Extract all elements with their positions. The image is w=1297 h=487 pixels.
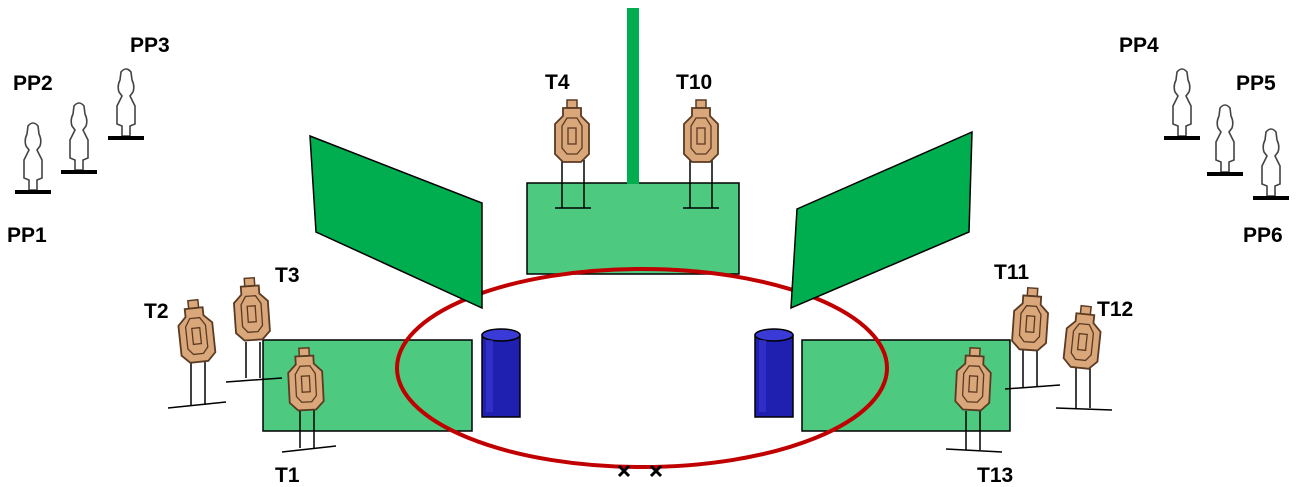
popper-pp2 [60, 102, 98, 175]
wall-center [627, 8, 639, 184]
label-pp2: PP2 [13, 72, 53, 95]
label-pp6: PP6 [1243, 224, 1283, 247]
shooting-circle [395, 267, 889, 469]
label-t1: T1 [275, 464, 300, 487]
target-t4 [554, 99, 590, 163]
label-pp3: PP3 [130, 34, 170, 57]
popper-pp5 [1206, 104, 1244, 177]
label-pp4: PP4 [1119, 34, 1159, 57]
wall-right [790, 130, 973, 310]
label-t2: T2 [144, 300, 169, 323]
table-center [526, 182, 740, 275]
popper-pp6 [1252, 128, 1290, 201]
popper-pp3 [107, 68, 145, 141]
label-pp5: PP5 [1236, 72, 1276, 95]
target-stands-center [555, 160, 719, 209]
wall-left [309, 134, 483, 310]
label-t3: T3 [275, 264, 300, 287]
barrel-right [754, 328, 794, 418]
popper-pp4 [1163, 68, 1201, 141]
target-t11 [1010, 286, 1051, 353]
target-stands-side [167, 342, 1113, 453]
target-t2 [175, 297, 218, 365]
label-t13: T13 [977, 464, 1013, 487]
target-t10 [683, 99, 719, 163]
label-t10: T10 [676, 71, 712, 94]
popper-pp1 [14, 122, 52, 195]
label-t4: T4 [545, 71, 570, 94]
label-t11: T11 [994, 261, 1029, 284]
label-pp1: PP1 [7, 224, 47, 247]
start-marks [617, 464, 663, 478]
target-t3 [231, 276, 272, 343]
barrel-left [481, 328, 521, 418]
label-t12: T12 [1097, 298, 1133, 321]
